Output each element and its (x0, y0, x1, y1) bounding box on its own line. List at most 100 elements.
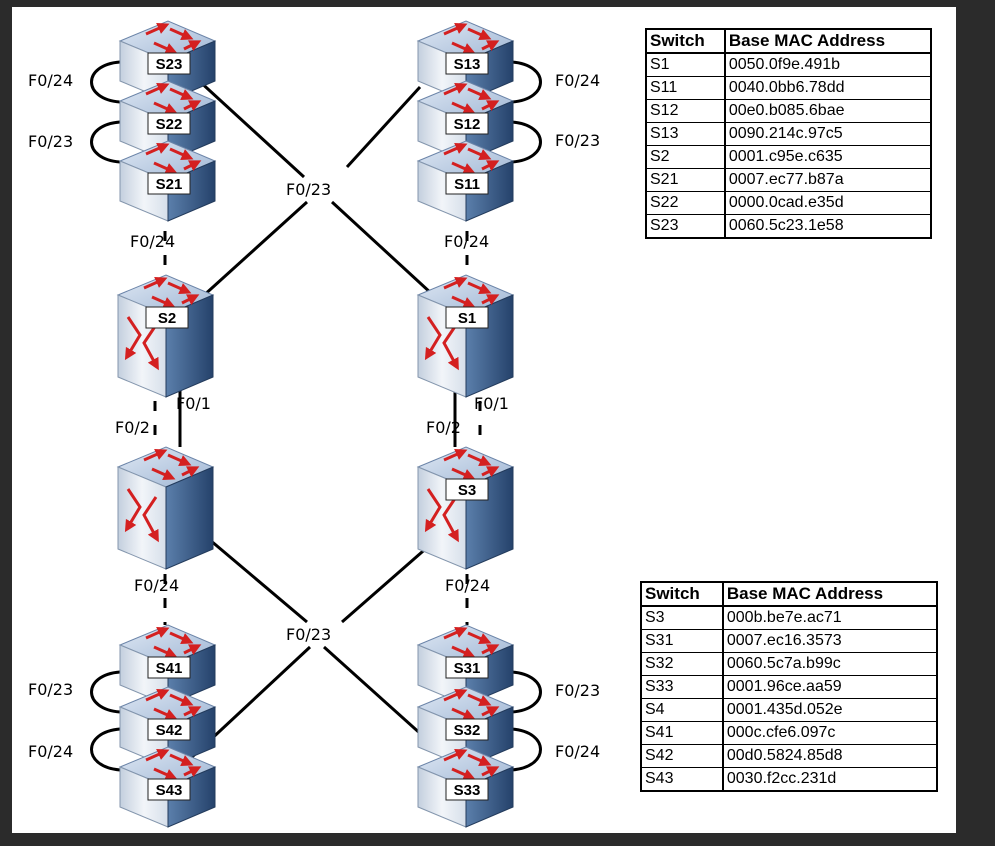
switch-s3: S3 (416, 446, 515, 570)
switch-arrows-icon (143, 448, 200, 481)
header-base-mac: Base MAC Address (721, 581, 938, 607)
cell-mac: 0050.0f9e.491b (723, 52, 932, 77)
cell-switch: S11 (645, 76, 726, 100)
switch-name-s13: S13 (454, 56, 481, 73)
cell-switch: S22 (645, 191, 726, 215)
stack-cable-br-f024 (511, 727, 542, 772)
switch-name-s21: S21 (156, 176, 183, 193)
switch-name-s31: S31 (454, 660, 481, 677)
cell-mac: 0007.ec16.3573 (721, 629, 938, 653)
stack-cable-bl-f023 (90, 670, 121, 714)
switch-label-plate (147, 778, 191, 801)
switch-arrows-icon (443, 748, 500, 781)
link-s23-s2 (195, 77, 306, 179)
switch-arrows-icon (143, 276, 200, 309)
switch-arrows-icon (443, 688, 500, 721)
cell-switch: S41 (640, 721, 724, 745)
switch-name-s1: S1 (458, 310, 476, 327)
cell-mac: 0060.5c7a.b99c (721, 652, 938, 676)
cell-switch: S32 (640, 652, 724, 676)
switch-s2: S2 (116, 274, 215, 398)
switch-label-plate (445, 52, 489, 75)
cell-switch: S4 (640, 698, 724, 722)
switch-arrows-icon (145, 626, 202, 659)
switch-label-plate (445, 172, 489, 195)
cell-mac: 0001.c95e.c635 (723, 145, 932, 169)
switch-label-plate (147, 718, 191, 741)
switch-s4 (116, 446, 215, 570)
switch-name-s43: S43 (156, 782, 183, 799)
switch-name-s22: S22 (156, 116, 183, 133)
port-label-s4-down: F0/24 (134, 576, 179, 595)
header-base-mac: Base MAC Address (723, 28, 932, 54)
switch-label-plate (147, 656, 191, 679)
switch-s11: S11 (416, 140, 515, 222)
port-label-tr-f023: F0/23 (555, 131, 600, 150)
cell-mac: 0030.f2cc.231d (721, 767, 938, 792)
port-label-bottom-cross: F0/23 (286, 625, 331, 644)
port-label-br-f024: F0/24 (555, 742, 600, 761)
port-label-bl-f024: F0/24 (28, 742, 73, 761)
switch-label-plate (445, 478, 489, 501)
stack-cable-left-f024 (90, 60, 121, 104)
port-label-tr-f024: F0/24 (555, 71, 600, 90)
cell-switch: S13 (645, 122, 726, 146)
link-cross-top-b (200, 200, 309, 299)
switch-arrows-icon (443, 626, 500, 659)
cell-switch: S1 (645, 52, 726, 77)
stack-cable-right-f023 (511, 120, 542, 164)
switch-name-s12: S12 (454, 116, 481, 133)
cell-mac: 00d0.5824.85d8 (721, 744, 938, 768)
switch-s1: S1 (416, 274, 515, 398)
port-label-s3-down: F0/24 (445, 576, 490, 595)
switch-s41: S41 (118, 624, 217, 706)
switch-arrows-icon (443, 22, 500, 55)
switch-arrows-icon (443, 276, 500, 309)
header-switch: Switch (645, 28, 726, 54)
link-s3-s43 (341, 543, 431, 624)
cell-mac: 000c.cfe6.097c (721, 721, 938, 745)
mac-table-header: Switch Base MAC Address (640, 581, 938, 607)
port-label-tl-f023: F0/23 (28, 132, 73, 151)
switch-arrows-icon (145, 82, 202, 115)
stack-cable-left-f023 (90, 120, 121, 164)
switch-label-plate (445, 656, 489, 679)
switch-arrows-icon (145, 142, 202, 175)
switch-arrows-icon (145, 748, 202, 781)
switch-route-arrows-icon (424, 316, 459, 371)
port-label-s2-f01: F0/1 (176, 394, 211, 413)
mac-table-header: Switch Base MAC Address (645, 28, 932, 54)
switch-route-arrows-icon (424, 488, 459, 543)
switch-arrows-icon (443, 448, 500, 481)
link-s12-s2 (345, 85, 422, 169)
cell-switch: S12 (645, 99, 726, 123)
switch-route-arrows-icon (124, 488, 159, 543)
cell-mac: 000b.be7e.ac71 (721, 605, 938, 630)
port-label-s4-f02: F0/2 (115, 418, 150, 437)
port-labels: F0/24 F0/23 F0/24 F0/23 F0/23 F0/24 F0/2… (28, 71, 600, 761)
switch-arrows-icon (443, 142, 500, 175)
switch-label-plate (147, 52, 191, 75)
cell-mac: 0007.ec77.b87a (723, 168, 932, 192)
switch-label-plate (445, 306, 489, 329)
switch-name-s41: S41 (156, 660, 183, 677)
stack-cable-br-f023 (511, 670, 542, 714)
switch-arrows-icon (443, 82, 500, 115)
link-s4-s33 (203, 533, 308, 624)
